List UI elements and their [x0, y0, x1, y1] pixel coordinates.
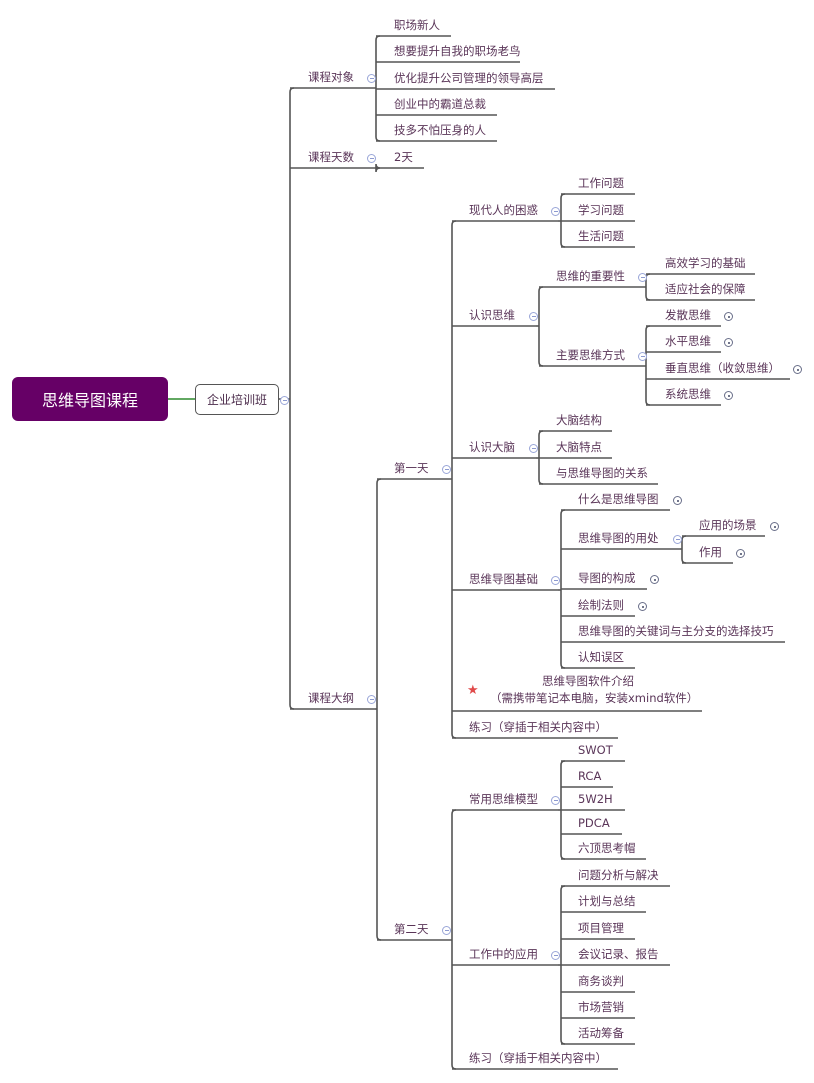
topic-label[interactable]: 高效学习的基础	[665, 256, 746, 270]
expand-toggle-icon[interactable]	[724, 338, 733, 347]
central-topic[interactable]: 思维导图课程	[12, 377, 168, 421]
topic-label[interactable]: 思维的重要性	[556, 269, 625, 283]
topic-label[interactable]: 课程天数	[308, 150, 354, 164]
topic-label[interactable]: 职场新人	[394, 18, 440, 32]
topic-label[interactable]: 商务谈判	[578, 974, 624, 988]
star-icon: ★	[467, 683, 479, 698]
topic-label[interactable]: 认识大脑	[469, 440, 515, 454]
main-topic-label: 企业培训班	[206, 393, 267, 407]
topic-label[interactable]: 导图的构成	[578, 571, 636, 585]
branch-spine	[376, 478, 382, 941]
topic-label[interactable]: 工作中的应用	[469, 947, 538, 961]
collapse-toggle-icon[interactable]	[367, 695, 376, 704]
expand-toggle-icon[interactable]	[724, 312, 733, 321]
expand-toggle-icon[interactable]	[673, 496, 682, 505]
topic-label[interactable]: 练习（穿插于相关内容中）	[469, 1051, 607, 1065]
collapse-toggle-icon[interactable]	[442, 926, 451, 935]
topic-label[interactable]: 市场营销	[578, 1000, 624, 1014]
topic-label[interactable]: 适应社会的保障	[665, 282, 746, 296]
topic-label[interactable]: 创业中的霸道总裁	[394, 97, 486, 111]
branch-spine	[538, 286, 544, 367]
collapse-toggle-icon[interactable]	[673, 535, 682, 544]
topic-label[interactable]: 发散思维	[665, 308, 711, 322]
branch-spine	[645, 325, 651, 406]
collapse-toggle-icon[interactable]	[367, 74, 376, 83]
topic-label[interactable]: 计划与总结	[578, 894, 636, 908]
topic-label[interactable]: 学习问题	[578, 203, 624, 217]
topic-label[interactable]: 绘制法则	[578, 598, 624, 612]
collapse-toggle-icon[interactable]	[551, 207, 560, 216]
topic-label[interactable]: 应用的场景	[699, 518, 757, 532]
topic-label[interactable]: 系统思维	[665, 387, 711, 401]
expand-toggle-icon[interactable]	[650, 575, 659, 584]
topic-label[interactable]: 思维导图的用处	[578, 531, 659, 545]
topic-label[interactable]: 技多不怕压身的人	[394, 123, 486, 137]
central-topic-label: 思维导图课程	[41, 391, 138, 410]
expand-toggle-icon[interactable]	[770, 522, 779, 531]
expand-toggle-icon[interactable]	[638, 602, 647, 611]
collapse-toggle-icon[interactable]	[280, 396, 289, 405]
topic-label[interactable]: 什么是思维导图	[578, 492, 659, 506]
expand-toggle-icon[interactable]	[724, 391, 733, 400]
topic-label[interactable]: 活动筹备	[578, 1026, 624, 1040]
collapse-toggle-icon[interactable]	[638, 352, 647, 361]
collapse-toggle-icon[interactable]	[529, 312, 538, 321]
topic-label[interactable]: 第一天	[394, 461, 429, 475]
topic-label[interactable]: PDCA	[578, 816, 610, 830]
topic-label[interactable]: 问题分析与解决	[578, 868, 659, 882]
topic-label[interactable]: SWOT	[578, 743, 613, 757]
topic-label[interactable]: 六顶思考帽	[578, 841, 636, 855]
collapse-toggle-icon[interactable]	[442, 465, 451, 474]
topic-label[interactable]: 思维导图基础	[469, 572, 538, 586]
topic-label[interactable]: 项目管理	[578, 921, 624, 935]
topic-label[interactable]: 想要提升自我的职场老鸟	[394, 44, 521, 58]
topic-label[interactable]: 与思维导图的关系	[556, 466, 648, 480]
topic-label[interactable]: RCA	[578, 769, 602, 783]
main-topic[interactable]: 企业培训班	[195, 384, 279, 415]
expand-toggle-icon[interactable]	[793, 365, 802, 374]
collapse-toggle-icon[interactable]	[367, 154, 376, 163]
topic-label[interactable]: 第二天	[394, 922, 429, 936]
topic-label[interactable]: 大脑结构	[556, 413, 602, 427]
collapse-toggle-icon[interactable]	[551, 796, 560, 805]
collapse-toggle-icon[interactable]	[529, 444, 538, 453]
topic-label[interactable]: 优化提升公司管理的领导高层	[394, 71, 544, 85]
topic-label[interactable]: 大脑特点	[556, 440, 602, 454]
topic-label[interactable]: 主要思维方式	[556, 348, 625, 362]
branch-spine	[681, 535, 687, 564]
topic-label[interactable]: 课程对象	[308, 70, 354, 84]
expand-toggle-icon[interactable]	[736, 549, 745, 558]
collapse-toggle-icon[interactable]	[551, 951, 560, 960]
topic-label[interactable]: 工作问题	[578, 176, 624, 190]
topic-label[interactable]: 会议记录、报告	[578, 947, 659, 961]
topic-label[interactable]: 5W2H	[578, 792, 613, 806]
topic-label[interactable]: 认知误区	[578, 650, 624, 664]
topic-label[interactable]: 课程大纲	[308, 691, 354, 705]
topic-label[interactable]: 垂直思维（收敛思维）	[665, 361, 780, 375]
topic-label[interactable]: 常用思维模型	[469, 792, 538, 806]
topic-label[interactable]: 水平思维	[665, 334, 711, 348]
topic-label[interactable]: 认识思维	[469, 308, 515, 322]
topic-label[interactable]: 作用	[699, 545, 722, 559]
branch-spine	[451, 220, 457, 739]
topic-label[interactable]: 2天	[394, 150, 413, 164]
collapse-toggle-icon[interactable]	[551, 576, 560, 585]
topic-label-line2[interactable]: （需携带笔记本电脑，安装xmind软件）	[490, 691, 699, 705]
topic-label[interactable]: 生活问题	[578, 229, 624, 243]
topic-label[interactable]: 思维导图的关键词与主分支的选择技巧	[578, 624, 774, 638]
topic-label[interactable]: 现代人的困惑	[469, 203, 538, 217]
branch-spine	[451, 809, 457, 1070]
topic-label[interactable]: 练习（穿插于相关内容中）	[469, 720, 607, 734]
collapse-toggle-icon[interactable]	[638, 273, 647, 282]
topic-label[interactable]: 思维导图软件介绍	[542, 674, 634, 688]
branch-spine	[289, 87, 295, 710]
